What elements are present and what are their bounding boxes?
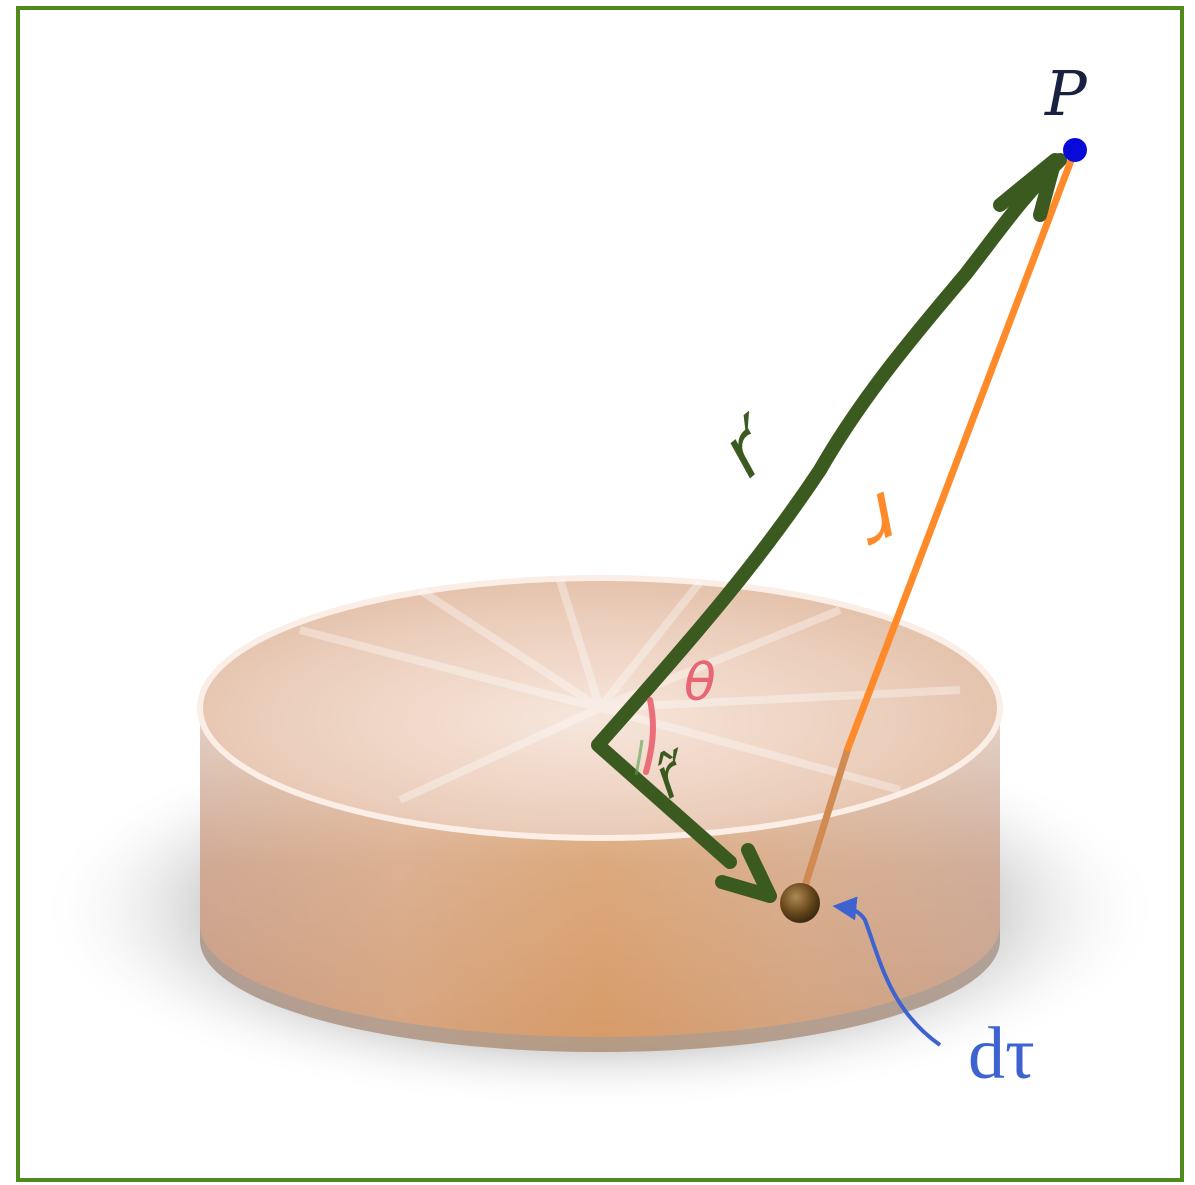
source-vector bbox=[591, 153, 1067, 869]
source-vector-arrowhead-bottom bbox=[715, 843, 777, 903]
volume-element bbox=[780, 883, 820, 923]
disk-side-highlight bbox=[200, 708, 1000, 1052]
separation-vector bbox=[796, 744, 852, 906]
separation-label: ɹ bbox=[840, 462, 910, 562]
disk-top-face bbox=[197, 575, 1003, 841]
figure-frame bbox=[16, 6, 1184, 1182]
angle-label: θ bbox=[684, 653, 716, 713]
angle-arc-shadow bbox=[634, 739, 644, 776]
disk-top-rays bbox=[298, 578, 961, 804]
point-label: P bbox=[1044, 57, 1088, 130]
separation-vector-upper bbox=[844, 146, 1079, 752]
source-vector-arrowhead-top bbox=[993, 153, 1062, 222]
source-vector-label: r′ bbox=[705, 399, 794, 493]
volume-element-label: dτ bbox=[968, 1013, 1035, 1095]
angle-arc bbox=[643, 697, 656, 775]
field-point-marker bbox=[1063, 138, 1087, 162]
disk-cylinder bbox=[197, 575, 1003, 1052]
volume-pointer-arrow bbox=[832, 896, 942, 1047]
